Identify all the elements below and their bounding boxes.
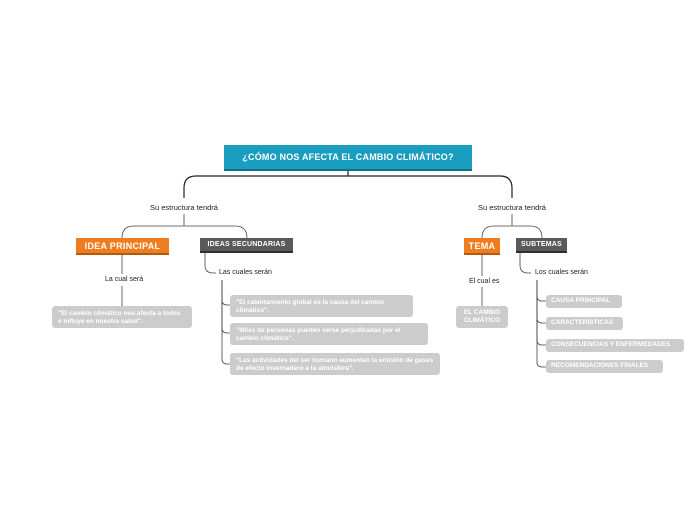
subtema-item[interactable]: CARACTERÍSTICAS [546, 317, 623, 330]
subtema-item[interactable]: CONSECUENCIAS Y ENFERMEDADES [546, 339, 684, 352]
subtemas-node[interactable]: SUBTEMAS [516, 238, 567, 253]
subtemas-connector: Los cuales serán [535, 269, 588, 276]
idea-principal-connector: La cual será [105, 276, 144, 283]
idea-secundaria-item[interactable]: "Miles de personas pueden verse perjudic… [230, 323, 428, 345]
subtema-item[interactable]: RECOMENDACIONES FINALES [546, 360, 663, 373]
idea-secundaria-item[interactable]: "El calentamiento global es la causa del… [230, 295, 413, 317]
subtema-item[interactable]: CAUSA PRINCIPAL [546, 295, 622, 308]
idea-principal-node[interactable]: IDEA PRINCIPAL [76, 238, 169, 255]
ideas-secundarias-connector: Las cuales serán [219, 269, 272, 276]
root-topic[interactable]: ¿CÓMO NOS AFECTA EL CAMBIO CLIMÁTICO? [224, 145, 472, 171]
idea-principal-text[interactable]: "El cambio climático nos afecta a todos … [52, 306, 192, 328]
right-structure-connector: Su estructura tendrá [478, 203, 546, 212]
tema-text[interactable]: EL CAMBIO CLIMÁTICO [456, 306, 508, 328]
left-structure-connector: Su estructura tendrá [150, 203, 218, 212]
idea-secundaria-item[interactable]: "Las actividades del ser humano aumentan… [230, 353, 440, 375]
tema-node[interactable]: TEMA [464, 238, 500, 255]
tema-connector: El cual es [469, 278, 500, 285]
ideas-secundarias-node[interactable]: IDEAS SECUNDARIAS [200, 238, 293, 253]
